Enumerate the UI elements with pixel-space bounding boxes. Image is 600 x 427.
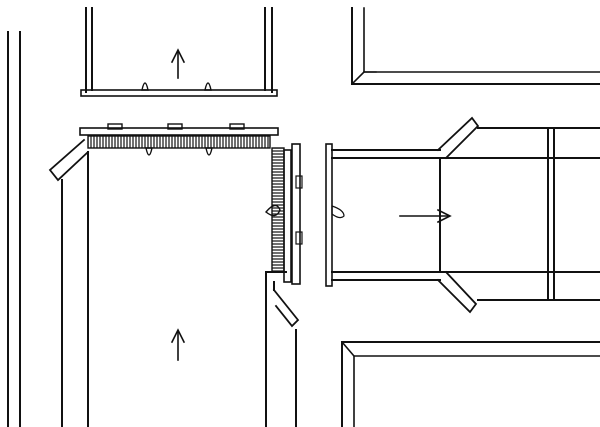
arrow-right-icon — [399, 208, 452, 224]
arrow-up-icon — [170, 48, 186, 79]
corner-block-upper-right — [350, 7, 600, 86]
right-exit-channel — [325, 116, 600, 314]
top-entry-channel — [80, 7, 278, 97]
parallel-boundary-lines — [7, 31, 21, 427]
arrow-up-icon — [170, 328, 186, 361]
corner-block-lower-right — [340, 340, 600, 427]
hatched-corner-assembly — [48, 123, 303, 427]
